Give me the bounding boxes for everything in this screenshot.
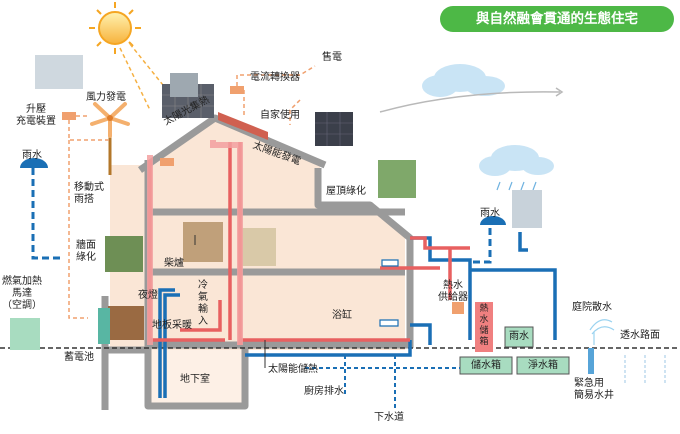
sell-power-label: 售電 xyxy=(322,52,342,63)
basement-label: 地下室 xyxy=(180,374,210,385)
umbrella-icon xyxy=(20,158,506,225)
home-use-label: 自家使用 xyxy=(260,110,300,121)
storage-tank-label: 儲水箱 xyxy=(471,360,501,371)
wind-power-label: 風力發電 xyxy=(86,92,126,103)
permeable-arrows xyxy=(624,355,666,385)
night-light-label: 夜燈 xyxy=(138,290,158,301)
gas-heater-label: 燃氣加熱 馬達 （空調） xyxy=(2,276,42,311)
sun-icon xyxy=(89,2,141,54)
booster-label: 升壓 充電裝置 xyxy=(16,104,56,127)
hot-water-supply-label: 熱水 供給器 xyxy=(438,280,468,303)
rain-drops xyxy=(496,181,537,191)
sprinkler-icon xyxy=(589,319,615,345)
leader-lines xyxy=(194,235,266,368)
page-title: 與自然融會貫通的生態住宅 xyxy=(440,6,674,32)
inverter-label: 電流轉換器 xyxy=(250,72,300,83)
well-icon xyxy=(588,348,594,374)
heat-tube xyxy=(147,140,243,345)
emergency-well-label: 緊急用 簡易水井 xyxy=(574,378,614,401)
rain-tank-label: 雨水 xyxy=(509,331,529,342)
power-lines xyxy=(68,65,316,319)
permeable-road-label: 透水路面 xyxy=(620,330,660,341)
sewer-label: 下水道 xyxy=(374,412,404,423)
photos xyxy=(35,55,542,340)
bathtub-label: 浴缸 xyxy=(332,310,352,321)
cloud-wind-arrow xyxy=(379,87,564,113)
floor-heating-label: 地板采暖 xyxy=(152,320,192,331)
wood-stove-label: 柴爐 xyxy=(164,258,184,269)
garden-sprinkler-label: 庭院散水 xyxy=(572,302,612,313)
wind-turbine-icon xyxy=(90,102,130,175)
cloud-icon xyxy=(422,64,505,97)
rain-cloud-icon xyxy=(479,145,554,176)
device-boxes xyxy=(62,86,464,314)
clean-tank-label: 淨水箱 xyxy=(528,360,558,371)
rain-right-label: 雨水 xyxy=(480,208,500,219)
battery-label: 蓄電池 xyxy=(64,352,94,363)
kitchen-drain-label: 廚房排水 xyxy=(304,386,344,397)
hot-water-tank-label: 熱水儲箱 xyxy=(479,304,489,347)
rain-left-label: 雨水 xyxy=(22,150,42,161)
house-walls xyxy=(101,114,414,410)
wall-green-label: 牆面 綠化 xyxy=(76,240,96,263)
cool-air-label: 冷氣輸入 xyxy=(198,280,208,327)
solar-storage-label: 太陽能儲熱 xyxy=(268,364,318,375)
rain-pipes xyxy=(31,168,492,264)
tanks xyxy=(10,302,570,375)
toilet-icon xyxy=(379,259,399,327)
movable-canopy-label: 移動式 雨搭 xyxy=(74,182,104,205)
roof-green-label: 屋頂綠化 xyxy=(326,186,366,197)
sewer-lines xyxy=(305,355,460,410)
solar-panel-icon xyxy=(162,84,353,146)
